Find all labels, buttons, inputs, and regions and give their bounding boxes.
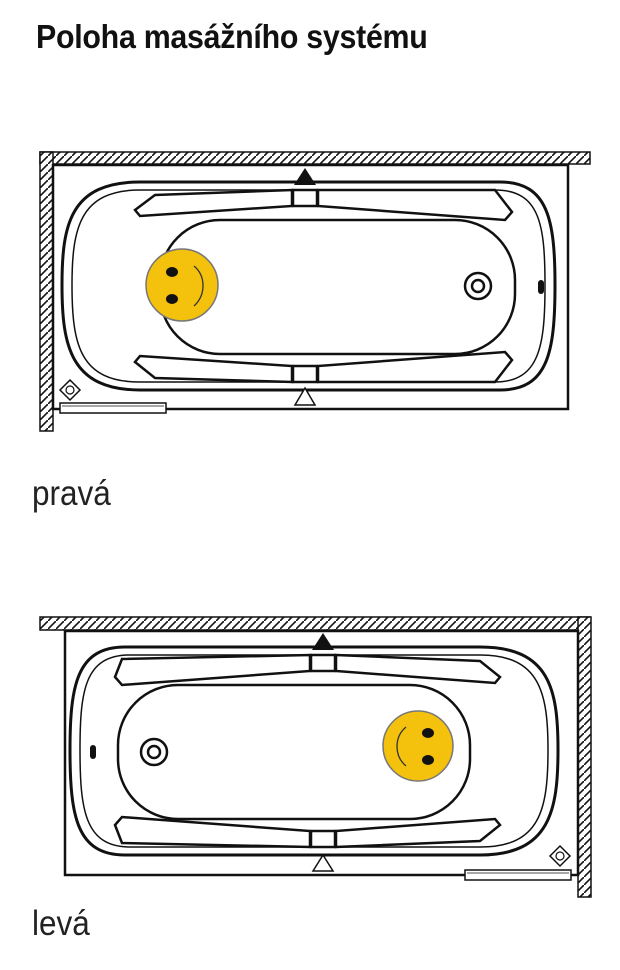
tub-rim-inner: [79, 654, 549, 848]
center-connector-top: [309, 653, 337, 673]
pipe-bar: [464, 869, 572, 881]
overflow-stub: [538, 280, 544, 294]
arrow-down-outline-icon: [293, 386, 317, 406]
overflow-stub: [90, 745, 96, 759]
arrow-down-outline-icon: [311, 853, 335, 872]
wall-top: [39, 616, 591, 631]
tub-rim-outer: [60, 180, 557, 392]
center-connector-bottom: [309, 829, 337, 849]
drain-icon: [139, 737, 169, 767]
tub-basin: [116, 683, 472, 821]
wall-side: [39, 151, 54, 432]
center-connector-bottom: [291, 364, 319, 384]
center-connector-top: [291, 188, 319, 208]
arrow-up-icon: [294, 168, 316, 185]
tub-rim-outer: [68, 645, 560, 857]
corner-valve-icon: [548, 844, 572, 868]
bathtub-diagram-right: [39, 151, 591, 432]
corner-valve-icon: [58, 378, 82, 402]
page-title: Poloha masážního systému: [36, 18, 428, 55]
bathtub-diagram-left: [39, 616, 592, 898]
tub-rim-inner: [71, 189, 546, 383]
pipe-bar: [59, 402, 167, 414]
drain-icon: [463, 271, 493, 301]
smiley-icon: [145, 248, 219, 322]
arrow-up-icon: [312, 633, 334, 650]
diagram-label-left: levá: [32, 904, 90, 943]
wall-top: [39, 151, 591, 165]
wall-side: [577, 616, 592, 898]
diagram-label-right: pravá: [32, 474, 111, 513]
smiley-icon: [382, 710, 454, 782]
